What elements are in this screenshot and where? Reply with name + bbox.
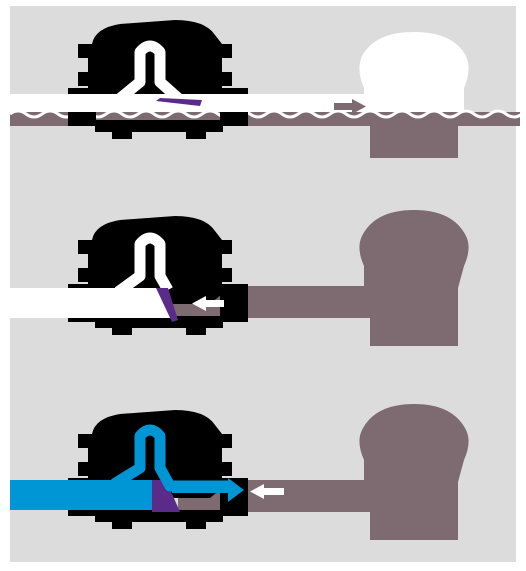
step-1-white-dome: [359, 32, 469, 112]
step-3-gray-tank: [178, 404, 469, 540]
step-3-purple-seal: [152, 480, 180, 512]
step-3-arrow-right-icon: [228, 478, 244, 502]
step-1-white-stem: [114, 40, 182, 105]
step-3-blue-pipe: [10, 480, 154, 510]
step-3-group: [10, 404, 469, 540]
step-1-group: [9, 20, 526, 158]
step-2-group: [10, 210, 469, 346]
step-1-arrow-right-icon: [334, 99, 366, 114]
step-2-arrow-left-icon: [192, 296, 224, 311]
step-1-purple-seal: [156, 98, 202, 106]
step-2-white-stem: [114, 232, 173, 297]
step-3-arrow-left-icon: [250, 484, 284, 499]
step-3-blue-stem: [111, 424, 232, 492]
step-2-purple-seal: [156, 288, 178, 322]
step-2-white-pipe: [10, 288, 172, 318]
